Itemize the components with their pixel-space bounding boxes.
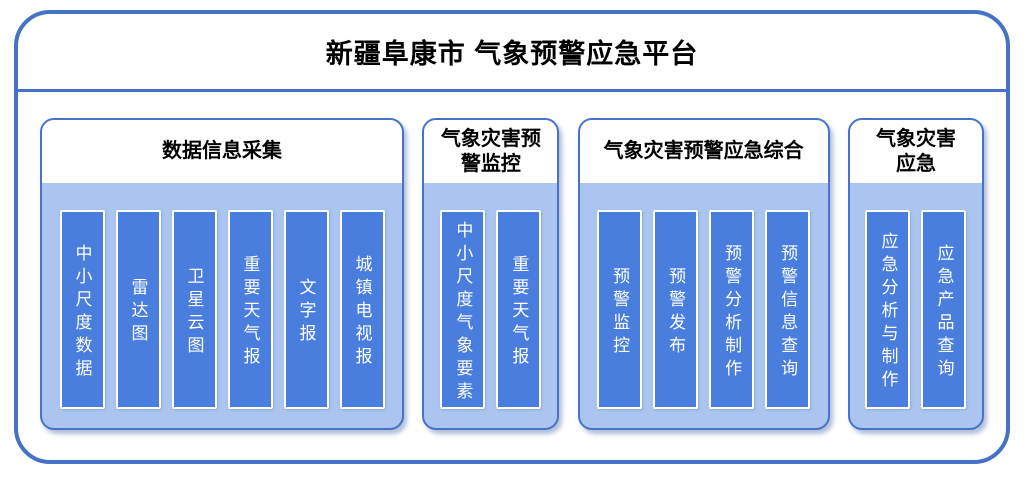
module-item-label: 预警信息查询 xyxy=(778,243,798,382)
platform-title: 新疆阜康市 气象预警应急平台 xyxy=(325,39,699,69)
module-item-label: 预警发布 xyxy=(666,266,686,359)
module-item: 中小尺度气象要素 xyxy=(440,210,486,409)
module-item-label: 应急产品查询 xyxy=(934,243,954,382)
title-bar: 新疆阜康市 气象预警应急平台 xyxy=(18,14,1006,92)
module-item: 预警分析制作 xyxy=(709,210,755,409)
module-item-label: 文字报 xyxy=(296,278,316,347)
module-item-label: 重要天气报 xyxy=(509,255,529,370)
module-item-label: 卫星云图 xyxy=(184,266,204,359)
group-title: 数据信息采集 xyxy=(42,120,402,183)
module-item-label: 预警监控 xyxy=(610,266,630,359)
module-item: 雷达图 xyxy=(115,210,161,409)
groups-row: 数据信息采集中小尺度数据 雷达图 卫星云图 重要天气报 文字报 城镇电视报 气象灾害预 警监… xyxy=(40,118,984,430)
module-item-label: 应急分析与制作 xyxy=(878,232,898,393)
group-body: 中小尺度数据 雷达图 卫星云图 重要天气报 文字报 城镇电视报 xyxy=(42,183,402,428)
module-item: 城镇电视报 xyxy=(339,210,385,409)
group-card-2: 气象灾害预 警监控中小尺度气象要素 重要天气报 xyxy=(422,118,560,430)
module-item: 中小尺度数据 xyxy=(59,210,105,409)
group-title: 气象灾害预 警监控 xyxy=(424,120,558,183)
group-body: 中小尺度气象要素 重要天气报 xyxy=(424,183,557,428)
module-item: 卫星云图 xyxy=(171,210,217,409)
platform-frame: 新疆阜康市 气象预警应急平台 数据信息采集中小尺度数据 雷达图 卫星云图 重要天气报 文… xyxy=(14,10,1010,464)
group-title: 气象灾害 应急 xyxy=(849,120,982,183)
module-item-label: 中小尺度数据 xyxy=(72,243,92,382)
module-item: 文字报 xyxy=(283,210,329,409)
module-item: 预警信息查询 xyxy=(765,210,811,409)
module-item: 重要天气报 xyxy=(227,210,273,409)
module-item: 预警监控 xyxy=(597,210,643,409)
group-card-3: 气象灾害预警应急综合预警监控 预警发布 预警分析制作 预警信息查询 xyxy=(577,118,830,430)
group-body: 预警监控 预警发布 预警分析制作 预警信息查询 xyxy=(580,183,828,428)
module-item-label: 重要天气报 xyxy=(240,255,260,370)
module-item: 重要天气报 xyxy=(496,210,542,409)
module-item-label: 城镇电视报 xyxy=(352,255,372,370)
module-item: 应急产品查询 xyxy=(921,210,967,409)
group-body: 应急分析与制作 应急产品查询 xyxy=(850,183,982,428)
group-card-1: 数据信息采集中小尺度数据 雷达图 卫星云图 重要天气报 文字报 城镇电视报 xyxy=(40,118,404,430)
module-item: 应急分析与制作 xyxy=(865,210,911,409)
group-title: 气象灾害预警应急综合 xyxy=(579,120,828,183)
module-item-label: 中小尺度气象要素 xyxy=(453,220,473,405)
module-item-label: 雷达图 xyxy=(128,278,148,347)
module-item: 预警发布 xyxy=(653,210,699,409)
module-item-label: 预警分析制作 xyxy=(722,243,742,382)
group-card-4: 气象灾害 应急应急分析与制作 应急产品查询 xyxy=(847,118,984,430)
